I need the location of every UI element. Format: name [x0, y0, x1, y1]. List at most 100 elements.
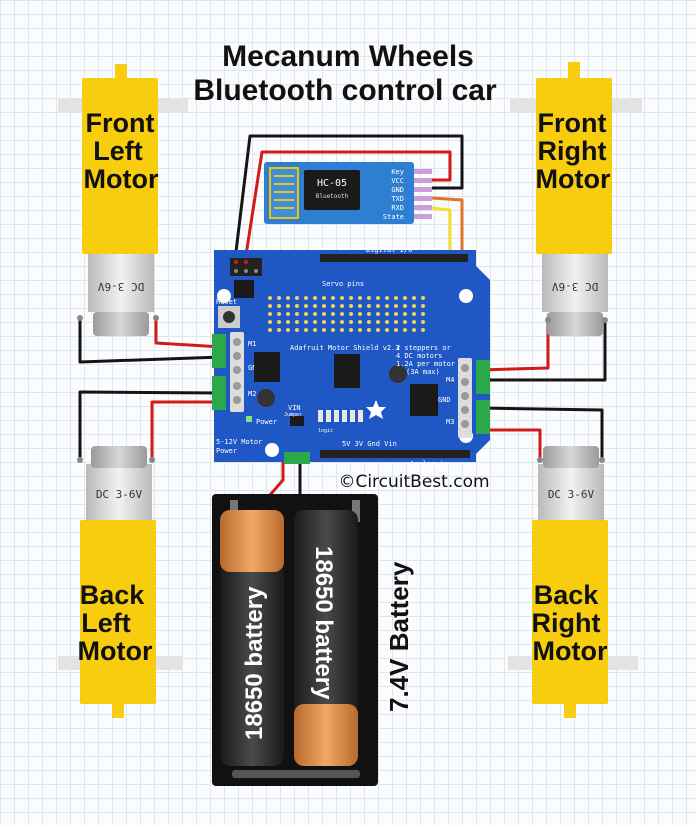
motor-label-line-2: Right [532, 608, 601, 638]
shield-spec-2: 4 DC motors [396, 352, 442, 360]
proto-hole [286, 328, 290, 332]
wire-fl-red [154, 318, 223, 349]
motor-shaft [112, 704, 124, 718]
proto-hole [385, 328, 389, 332]
m2-label: M2 [248, 390, 256, 398]
motor-endcap [93, 312, 149, 336]
capacitor [257, 389, 275, 407]
shield-spec-3: 1.2A per motor [396, 360, 455, 368]
proto-hole [358, 328, 362, 332]
proto-hole [358, 312, 362, 316]
proto-hole [331, 312, 335, 316]
bt-model: HC-05 [317, 178, 347, 189]
motor-label-line-2: Left [81, 608, 131, 638]
battery-contact [352, 500, 360, 522]
cell-label: 18650 battery [241, 586, 268, 740]
proto-hole [286, 296, 290, 300]
cell-body [294, 510, 358, 766]
proto-hole [295, 328, 299, 332]
proto-hole [340, 320, 344, 324]
title-line-1: Mecanum Wheels [222, 40, 474, 73]
proto-hole [313, 320, 317, 324]
proto-hole [376, 320, 380, 324]
proto-hole [403, 304, 407, 308]
proto-hole [421, 320, 425, 324]
servo-component [234, 280, 254, 298]
bt-antenna-trace [274, 175, 294, 209]
cell-body [220, 510, 284, 766]
proto-hole [376, 328, 380, 332]
proto-hole [421, 328, 425, 332]
proto-hole [295, 296, 299, 300]
proto-hole [331, 296, 335, 300]
proto-hole [304, 312, 308, 316]
shield-spec-1: 2 steppers or [396, 344, 451, 352]
bt-pin-key: Key [391, 168, 404, 176]
proto-hole [385, 304, 389, 308]
front-right-motor: DC 3-6V Front Right Motor [510, 62, 642, 336]
motor-terminal [545, 317, 551, 323]
proto-hole [268, 304, 272, 308]
motor-can [542, 254, 608, 312]
title-line-2: Bluetooth control car [193, 74, 497, 107]
proto-hole [313, 312, 317, 316]
proto-hole [376, 304, 380, 308]
proto-hole [394, 320, 398, 324]
wire-bl-red [150, 400, 222, 462]
reset-label: Reset [216, 298, 237, 306]
mount-hole [265, 443, 279, 457]
digital-io-label: Digital I/O [366, 246, 412, 254]
proto-hole [295, 312, 299, 316]
proto-hole [394, 312, 398, 316]
proto-hole [358, 296, 362, 300]
servo-pins-label: Servo pins [322, 280, 364, 288]
proto-hole [358, 304, 362, 308]
motor-rating: DC 3-6V [97, 280, 144, 293]
proto-hole [349, 312, 353, 316]
proto-hole [331, 320, 335, 324]
proto-hole [421, 312, 425, 316]
power-terminal [284, 452, 310, 464]
jumper-label: Jumper [284, 412, 302, 418]
power-led-label: Power [256, 418, 277, 426]
proto-hole [322, 312, 326, 316]
terminal-m4 [476, 360, 490, 394]
mount-hole [217, 289, 231, 303]
motor-can [88, 254, 154, 312]
motor-label-line-3: Motor [78, 636, 153, 666]
proto-hole [367, 328, 371, 332]
bt-pin-rxd: RXD [391, 204, 404, 212]
proto-hole [394, 296, 398, 300]
smd-resistors [318, 410, 363, 422]
cell-label: 18650 battery [310, 546, 337, 700]
proto-hole [376, 312, 380, 316]
motor-rating: DC 3-6V [548, 488, 595, 501]
proto-hole [421, 296, 425, 300]
motor-endcap [91, 446, 147, 468]
motor-label-line-2: Right [538, 136, 607, 166]
motor-shaft [568, 62, 580, 78]
hc05-bluetooth-module: HC-05 Bluetooth Key VCC GND TXD RXD Stat… [264, 162, 432, 224]
proto-hole [367, 304, 371, 308]
motor-axle [608, 656, 638, 670]
motor-endcap [543, 446, 599, 468]
proto-hole [403, 312, 407, 316]
proto-hole [295, 304, 299, 308]
proto-hole [322, 320, 326, 324]
proto-hole [412, 312, 416, 316]
motor-rating: DC 3-6V [551, 280, 598, 293]
wire-bt-txd [431, 196, 464, 262]
bt-pin-vcc: VCC [391, 177, 404, 185]
proto-hole [268, 312, 272, 316]
motor-label-line-3: Motor [533, 636, 608, 666]
motor-can [86, 464, 152, 520]
proto-hole [277, 320, 281, 324]
motor-terminal [149, 457, 155, 463]
proto-hole [331, 328, 335, 332]
proto-hole [277, 328, 281, 332]
motor-gearbox [532, 520, 608, 704]
proto-hole [313, 296, 317, 300]
battery-cell-right: 18650 battery [294, 510, 358, 766]
m1-label: M1 [248, 340, 256, 348]
